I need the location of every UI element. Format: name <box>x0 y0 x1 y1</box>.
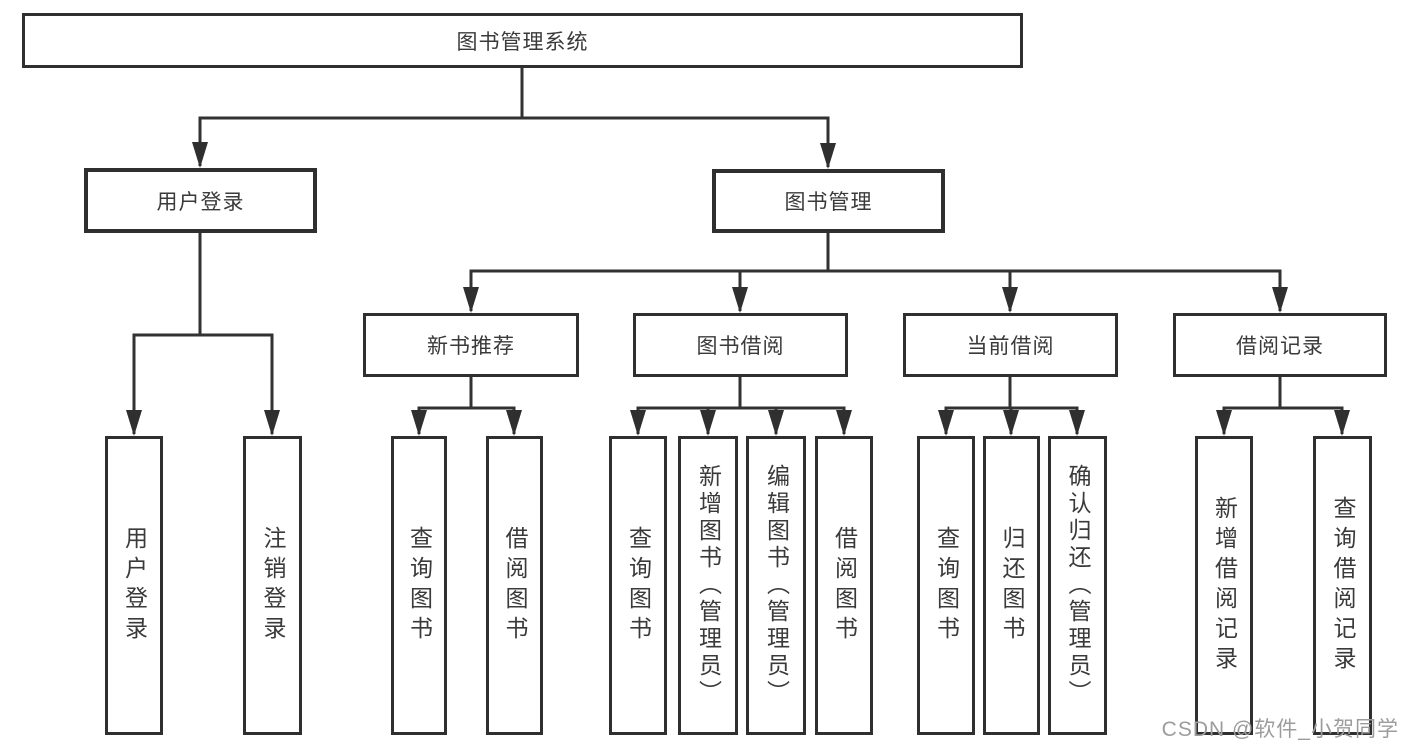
arrowhead-icon <box>463 287 479 313</box>
arrowhead-icon <box>1272 287 1288 313</box>
arrowhead-icon <box>630 410 646 436</box>
node-root-label: 图书管理系统 <box>456 30 589 54</box>
node-user-login-label: 用户登录 <box>156 190 245 214</box>
arrowhead-icon <box>126 410 142 436</box>
node-user-login: 用户登录 <box>84 168 317 233</box>
node-borrow-records-label: 借阅记录 <box>1236 335 1324 358</box>
leaf-bb-edit-books-label: 编辑图书（管理员） <box>763 464 790 707</box>
leaf-logout-label: 注销登录 <box>260 525 286 646</box>
leaf-cb-query-books-label: 查询图书 <box>933 525 960 646</box>
node-current-borrow-label: 当前借阅 <box>966 335 1055 358</box>
leaf-br-add-record: 新增借阅记录 <box>1195 436 1253 735</box>
arrowhead-icon <box>1069 410 1085 436</box>
leaf-bb-edit-books: 编辑图书（管理员） <box>746 436 806 735</box>
leaf-nb-borrow-books: 借阅图书 <box>486 436 543 735</box>
leaf-cb-confirm-return-label: 确认归还（管理员） <box>1065 464 1091 707</box>
node-book-management-label: 图书管理 <box>784 191 873 214</box>
arrowhead-icon <box>700 410 716 436</box>
arrowhead-icons <box>126 142 1350 436</box>
leaf-br-query-record: 查询借阅记录 <box>1313 436 1372 735</box>
arrowhead-icon <box>820 143 836 169</box>
node-book-borrow: 图书借阅 <box>633 313 848 377</box>
arrowhead-icon <box>768 410 784 436</box>
watermark-text: CSDN @软件_小贺同学 <box>1161 718 1399 741</box>
arrowhead-icon <box>192 142 208 168</box>
leaf-nb-borrow-books-label: 借阅图书 <box>502 525 528 646</box>
leaf-nb-query-books: 查询图书 <box>391 436 447 735</box>
node-borrow-records: 借阅记录 <box>1173 313 1387 377</box>
leaf-br-add-record-label: 新增借阅记录 <box>1211 495 1238 676</box>
leaf-nb-query-books-label: 查询图书 <box>406 525 433 646</box>
leaf-bb-query-books-label: 查询图书 <box>625 525 652 646</box>
leaf-bb-add-books-label: 新增图书（管理员） <box>695 464 722 707</box>
arrowhead-icon <box>1003 410 1019 436</box>
leaf-cb-query-books: 查询图书 <box>917 436 975 735</box>
arrowhead-icon <box>836 410 852 436</box>
node-current-borrow: 当前借阅 <box>903 313 1118 377</box>
leaf-logout: 注销登录 <box>243 436 302 735</box>
leaf-bb-borrow-books-label: 借阅图书 <box>831 525 858 646</box>
leaf-user-login-label: 用户登录 <box>121 525 148 646</box>
leaf-br-query-record-label: 查询借阅记录 <box>1330 495 1356 676</box>
arrowhead-icon <box>1002 287 1018 313</box>
leaf-cb-confirm-return: 确认归还（管理员） <box>1048 436 1107 735</box>
arrowhead-icon <box>732 287 748 313</box>
leaf-bb-add-books: 新增图书（管理员） <box>678 436 738 735</box>
node-book-management: 图书管理 <box>712 169 945 233</box>
leaf-bb-query-books: 查询图书 <box>609 436 667 735</box>
arrowhead-icon <box>506 410 522 436</box>
node-new-book-recommend: 新书推荐 <box>363 313 579 377</box>
leaf-bb-borrow-books: 借阅图书 <box>815 436 873 735</box>
arrowhead-icon <box>1216 410 1232 436</box>
arrowhead-icon <box>264 410 280 436</box>
node-book-borrow-label: 图书借阅 <box>696 335 785 358</box>
leaf-user-login: 用户登录 <box>105 436 163 735</box>
leaf-cb-return-books: 归还图书 <box>983 436 1040 735</box>
leaf-cb-return-books-label: 归还图书 <box>999 525 1025 646</box>
arrowhead-icon <box>938 410 954 436</box>
arrowhead-icon <box>1334 410 1350 436</box>
node-root: 图书管理系统 <box>22 13 1023 68</box>
arrowhead-icon <box>411 410 427 436</box>
node-new-book-recommend-label: 新书推荐 <box>427 335 515 358</box>
